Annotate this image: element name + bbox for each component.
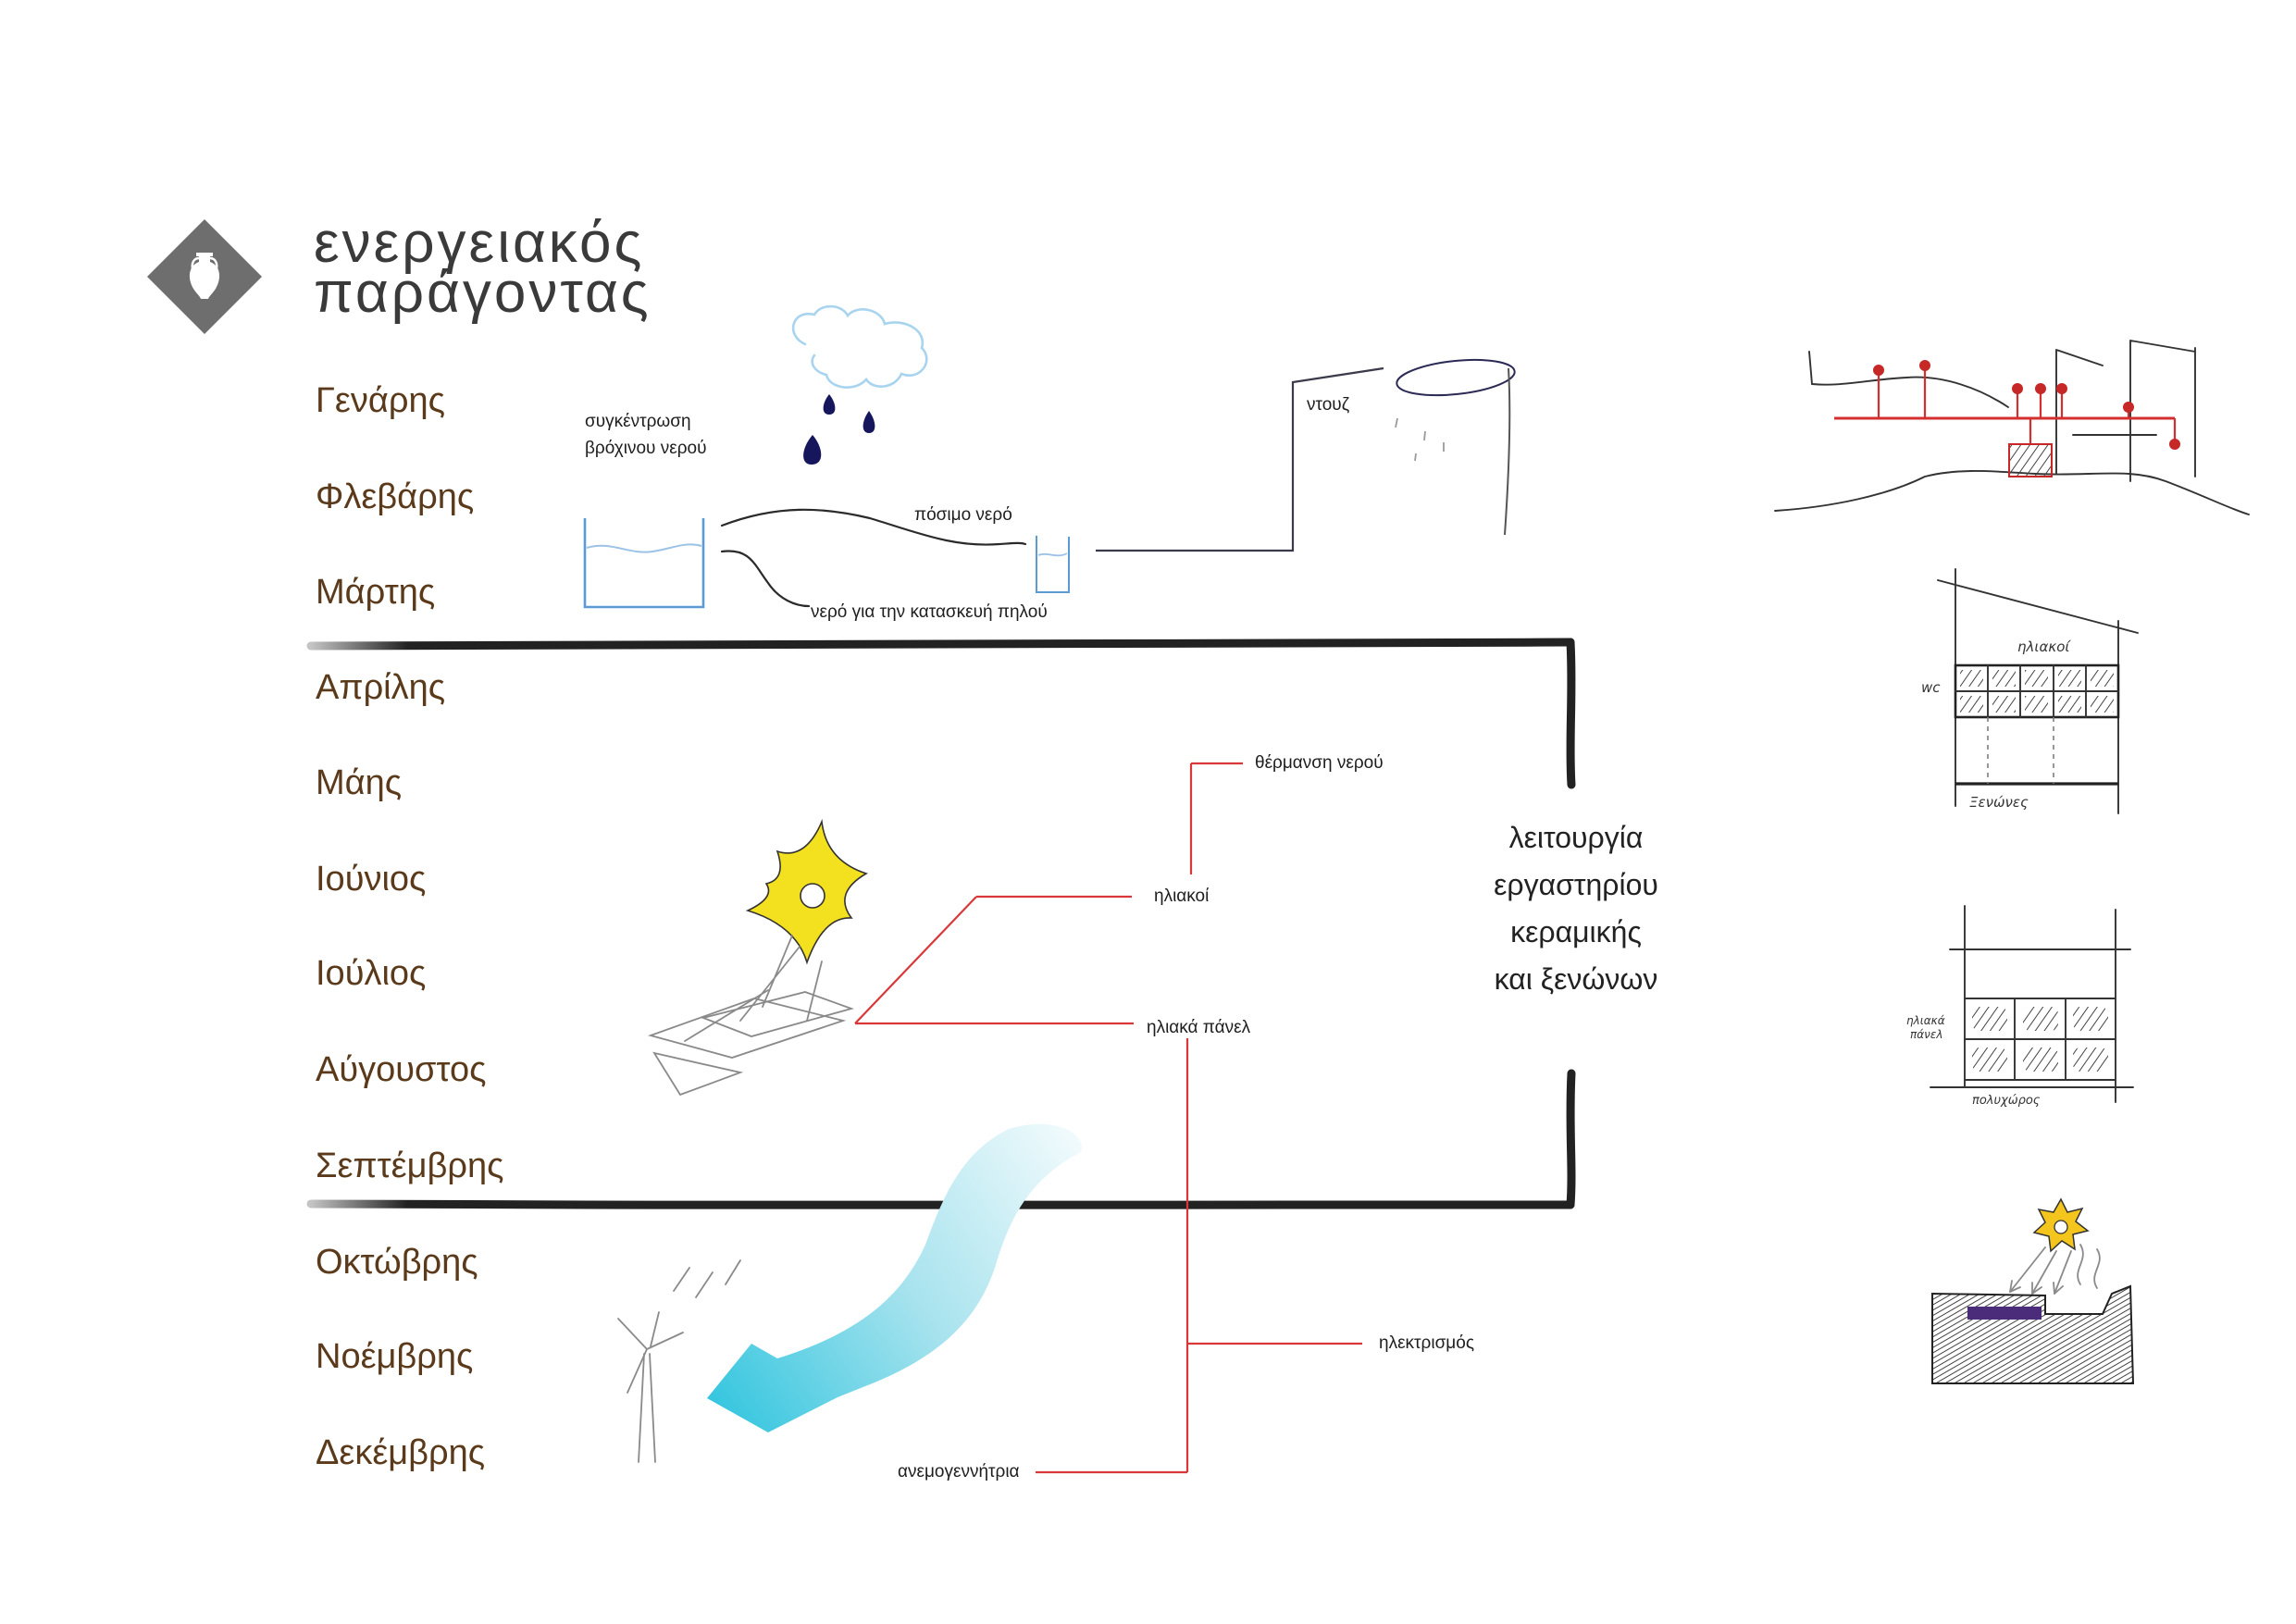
raindrop [863,411,875,433]
month-february: Φλεβάρης [316,477,475,516]
month-june: Ιούνιος [316,860,427,899]
energy-connector-lines [854,762,1362,1474]
rainwater-tank [583,518,705,609]
section-sketch-bottom-label: Ξενώνες [1969,794,2029,811]
site-section-sketch [1774,340,2250,515]
plan-sketch-side-label-2: πάνελ [1910,1028,1943,1041]
shower-sketch [1395,358,1516,536]
water-heating-label: θέρμανση νερού [1255,753,1384,773]
electricity-label: ηλεκτρισμός [1379,1333,1474,1353]
rainwater-collection-label-1: συγκέντρωση [585,412,691,431]
month-august: Αύγουστος [316,1050,487,1089]
month-april: Απρίλης [316,668,446,707]
drinking-water-label: πόσιμο νερό [914,505,1012,525]
clay-water-label: νερό για την κατασκευή πηλού [811,602,1048,622]
drinking-water-curve [720,508,1027,546]
month-may: Μάης [316,763,403,802]
operation-period-text: λειτουργία εργαστηρίου κεραμικής και ξεν… [1428,814,1724,1003]
section-sketch-side-label: wc [1921,679,1941,696]
month-september: Σεπτέμβρης [316,1147,504,1185]
frame-top-line [306,638,1575,651]
month-march: Μάρτης [316,573,436,612]
wind-turbine-label: ανεμογεννήτρια [898,1462,1020,1481]
operation-period-frame [306,638,1576,1209]
shower-label: ντουζ [1307,395,1350,415]
operation-line: λειτουργία [1508,821,1644,854]
operation-line: εργαστηρίου [1494,868,1658,901]
wind-arrow [707,1123,1082,1432]
rainwater-collection-label-2: βρόχινου νερού [585,439,707,458]
sun-sketch [745,818,868,965]
month-november: Νοέμβρης [316,1337,474,1376]
guesthouse-section-sketch [1937,568,2139,814]
title-line-1: ενεργειακός [314,211,645,275]
operation-line: και ξενώνων [1494,962,1658,996]
wind-turbine-sketch [617,1259,741,1463]
month-january: Γενάρης [316,381,445,420]
month-october: Οκτώβρης [316,1243,478,1282]
title-line-2: παράγοντας [314,261,652,325]
frame-right-line-lower [1566,1069,1576,1209]
month-december: Δεκέμβρης [316,1433,486,1472]
shower-supply-line [1096,366,1384,552]
raindrop [823,394,836,415]
solar-panels-label: ηλιακά πάνελ [1147,1018,1251,1037]
raindrop [803,435,822,465]
solar-heating-section-sketch [1931,1197,2135,1384]
clay-water-curve [720,550,811,608]
plan-sketch-bottom-label: πολυχώρος [1972,1094,2041,1108]
solar-panels-sketch [648,935,854,1097]
raindrops [803,394,875,465]
rain-cloud [791,304,928,389]
logo [147,219,262,334]
section-sketch-top-label: ηλιακοί [2017,638,2070,655]
multipurpose-hall-plan-sketch [1930,905,2134,1103]
amphora-icon [189,253,220,299]
solar-heaters-label: ηλιακοί [1154,886,1210,906]
plan-sketch-side-label-1: ηλιακά [1906,1014,1945,1027]
frame-bottom-line [306,1199,1575,1209]
month-july: Ιούλιος [316,954,427,993]
operation-line: κεραμικής [1510,915,1642,948]
frame-right-line-upper [1566,638,1576,789]
drinking-water-tank [1036,536,1070,593]
